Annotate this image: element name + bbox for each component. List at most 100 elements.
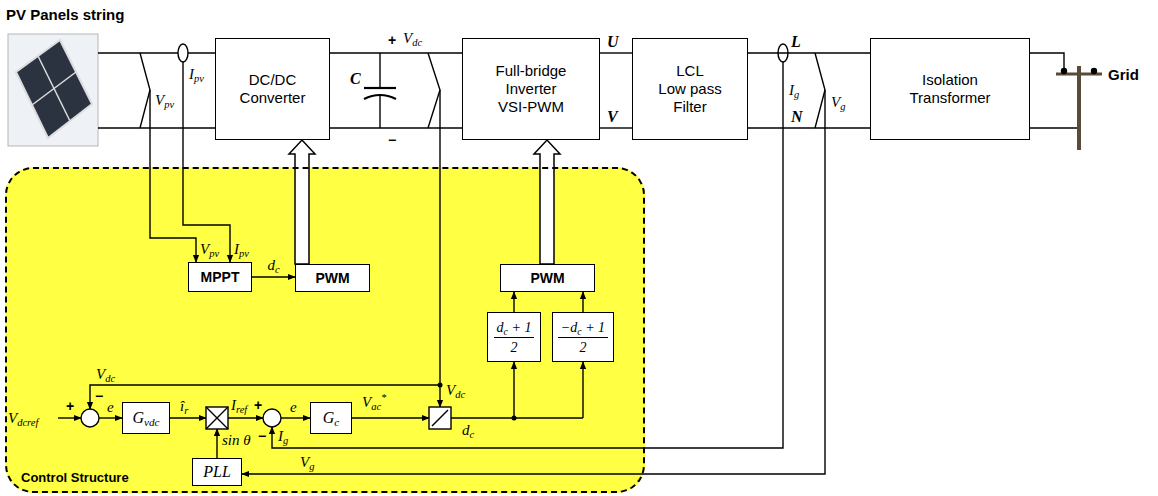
text-run: V bbox=[831, 94, 840, 110]
fraction-numerator: −dc + 1 bbox=[558, 319, 608, 338]
panel-cell-line bbox=[32, 72, 76, 105]
block-label: MPPT bbox=[201, 268, 240, 286]
block-label: LCL Low pass Filter bbox=[658, 62, 721, 116]
gain-fraction-block: −dc + 1 2 bbox=[552, 312, 614, 362]
pv-wire bbox=[98, 127, 215, 128]
capacitor-lead bbox=[379, 95, 380, 128]
signal-wire bbox=[439, 90, 440, 407]
signal-wire bbox=[582, 362, 583, 418]
sum-sign: + bbox=[254, 397, 262, 413]
signal-name: sin θ bbox=[222, 432, 251, 449]
pv-wire bbox=[98, 52, 215, 53]
block-label: DC/DC Converter bbox=[240, 71, 306, 107]
pole-insulator bbox=[1092, 69, 1097, 74]
text-run: 2 bbox=[579, 340, 586, 355]
text-run: Converter bbox=[240, 89, 306, 106]
divider-symbol bbox=[429, 407, 451, 429]
text-run: V bbox=[403, 30, 412, 46]
voltage-sensor bbox=[140, 53, 150, 128]
text-run: Low pass bbox=[658, 80, 721, 97]
duty-signal-arrow bbox=[252, 276, 295, 277]
text-run: Transformer bbox=[909, 89, 990, 106]
signal-name: Ig bbox=[789, 82, 799, 99]
text-run: sin θ bbox=[222, 432, 251, 448]
mppt-block: MPPT bbox=[188, 262, 252, 292]
filter-block: LCL Low pass Filter bbox=[632, 38, 748, 140]
text-run: pv bbox=[194, 73, 204, 84]
text-run: Grid bbox=[1108, 66, 1139, 83]
fraction-denominator: 2 bbox=[511, 338, 518, 356]
text-run: C bbox=[350, 70, 361, 87]
text-run: Filter bbox=[673, 98, 706, 115]
text-run: DC/DC bbox=[249, 71, 297, 88]
text-run: V bbox=[607, 108, 618, 125]
text-run: ref bbox=[236, 404, 247, 415]
text-run: V bbox=[362, 394, 371, 410]
text-run: G bbox=[132, 409, 144, 426]
voltage-sensor bbox=[428, 53, 440, 128]
text-run: V bbox=[96, 366, 105, 382]
text-run: * bbox=[381, 392, 386, 403]
gate-signal-line bbox=[513, 292, 514, 312]
multiplier-symbol bbox=[206, 407, 228, 429]
signal-name: Vpv bbox=[155, 92, 174, 109]
text-run: g bbox=[283, 435, 288, 446]
text-run: LCL bbox=[676, 62, 704, 79]
text-run: c bbox=[504, 325, 508, 336]
signal-name: îr bbox=[180, 398, 188, 415]
signal-wire bbox=[352, 417, 429, 418]
terminal-name: L bbox=[791, 33, 801, 51]
junction-dot bbox=[438, 383, 443, 388]
fraction-denominator: 2 bbox=[579, 338, 586, 356]
block-label: Full-bridge Inverter VSI-PWM bbox=[496, 62, 567, 116]
text-run: U bbox=[607, 33, 619, 50]
text-run: I bbox=[234, 241, 239, 257]
text-run: − bbox=[258, 428, 266, 444]
voltage-sensor bbox=[815, 53, 825, 128]
text-run: dc bbox=[412, 37, 422, 48]
summing-junction bbox=[263, 409, 281, 427]
text-run: VSI-PWM bbox=[498, 98, 564, 115]
gain-fraction-block: dc + 1 2 bbox=[487, 312, 541, 362]
signal-wire bbox=[513, 362, 514, 418]
grid-wire bbox=[1030, 53, 1064, 74]
dc-link-wire bbox=[330, 52, 462, 53]
transformer-block: Isolation Transformer bbox=[870, 38, 1030, 140]
gate-signal-arrow bbox=[289, 140, 315, 264]
signal-wire bbox=[58, 417, 81, 418]
signal-wire bbox=[451, 417, 583, 418]
terminal-name: V bbox=[607, 108, 618, 126]
signal-name: Vac* bbox=[362, 394, 386, 411]
signal-name: Vg bbox=[300, 454, 314, 471]
text-run: 2 bbox=[511, 340, 518, 355]
signal-name: Ipv bbox=[234, 241, 249, 258]
text-run: − bbox=[95, 388, 103, 404]
text-run: pv bbox=[164, 99, 174, 110]
sum-sign: − bbox=[95, 388, 103, 404]
filter-output-wire bbox=[748, 52, 870, 53]
gate-signal-arrow bbox=[534, 140, 560, 264]
text-run: Full-bridge bbox=[496, 62, 567, 79]
fraction-numerator: dc + 1 bbox=[494, 319, 535, 338]
text-run: + bbox=[388, 32, 396, 48]
panel-photo-frame bbox=[8, 34, 98, 146]
block-label: PWM bbox=[530, 269, 564, 287]
controller-block: Gc bbox=[310, 402, 352, 434]
text-run: Control Structure bbox=[21, 470, 129, 485]
pv-panel-icon bbox=[16, 40, 92, 138]
pole-insulator bbox=[1062, 69, 1067, 74]
signal-name: Vpv bbox=[200, 241, 219, 258]
signal-name: Vdc bbox=[446, 382, 465, 399]
grid-wire bbox=[1030, 127, 1079, 128]
signal-name: Vdc bbox=[96, 366, 115, 383]
signal-name: Vdc bbox=[403, 30, 422, 47]
signal-name: Vdcref bbox=[8, 410, 38, 427]
text-run: −d bbox=[561, 320, 577, 335]
text-run: MPPT bbox=[201, 269, 240, 285]
text-run: pv bbox=[239, 248, 249, 259]
text-run: PV Panels string bbox=[6, 6, 124, 23]
component-name: C bbox=[350, 70, 361, 88]
text-run: + 1 bbox=[582, 320, 605, 335]
multiplier-cross bbox=[206, 407, 228, 429]
text-run: PWM bbox=[315, 270, 349, 286]
